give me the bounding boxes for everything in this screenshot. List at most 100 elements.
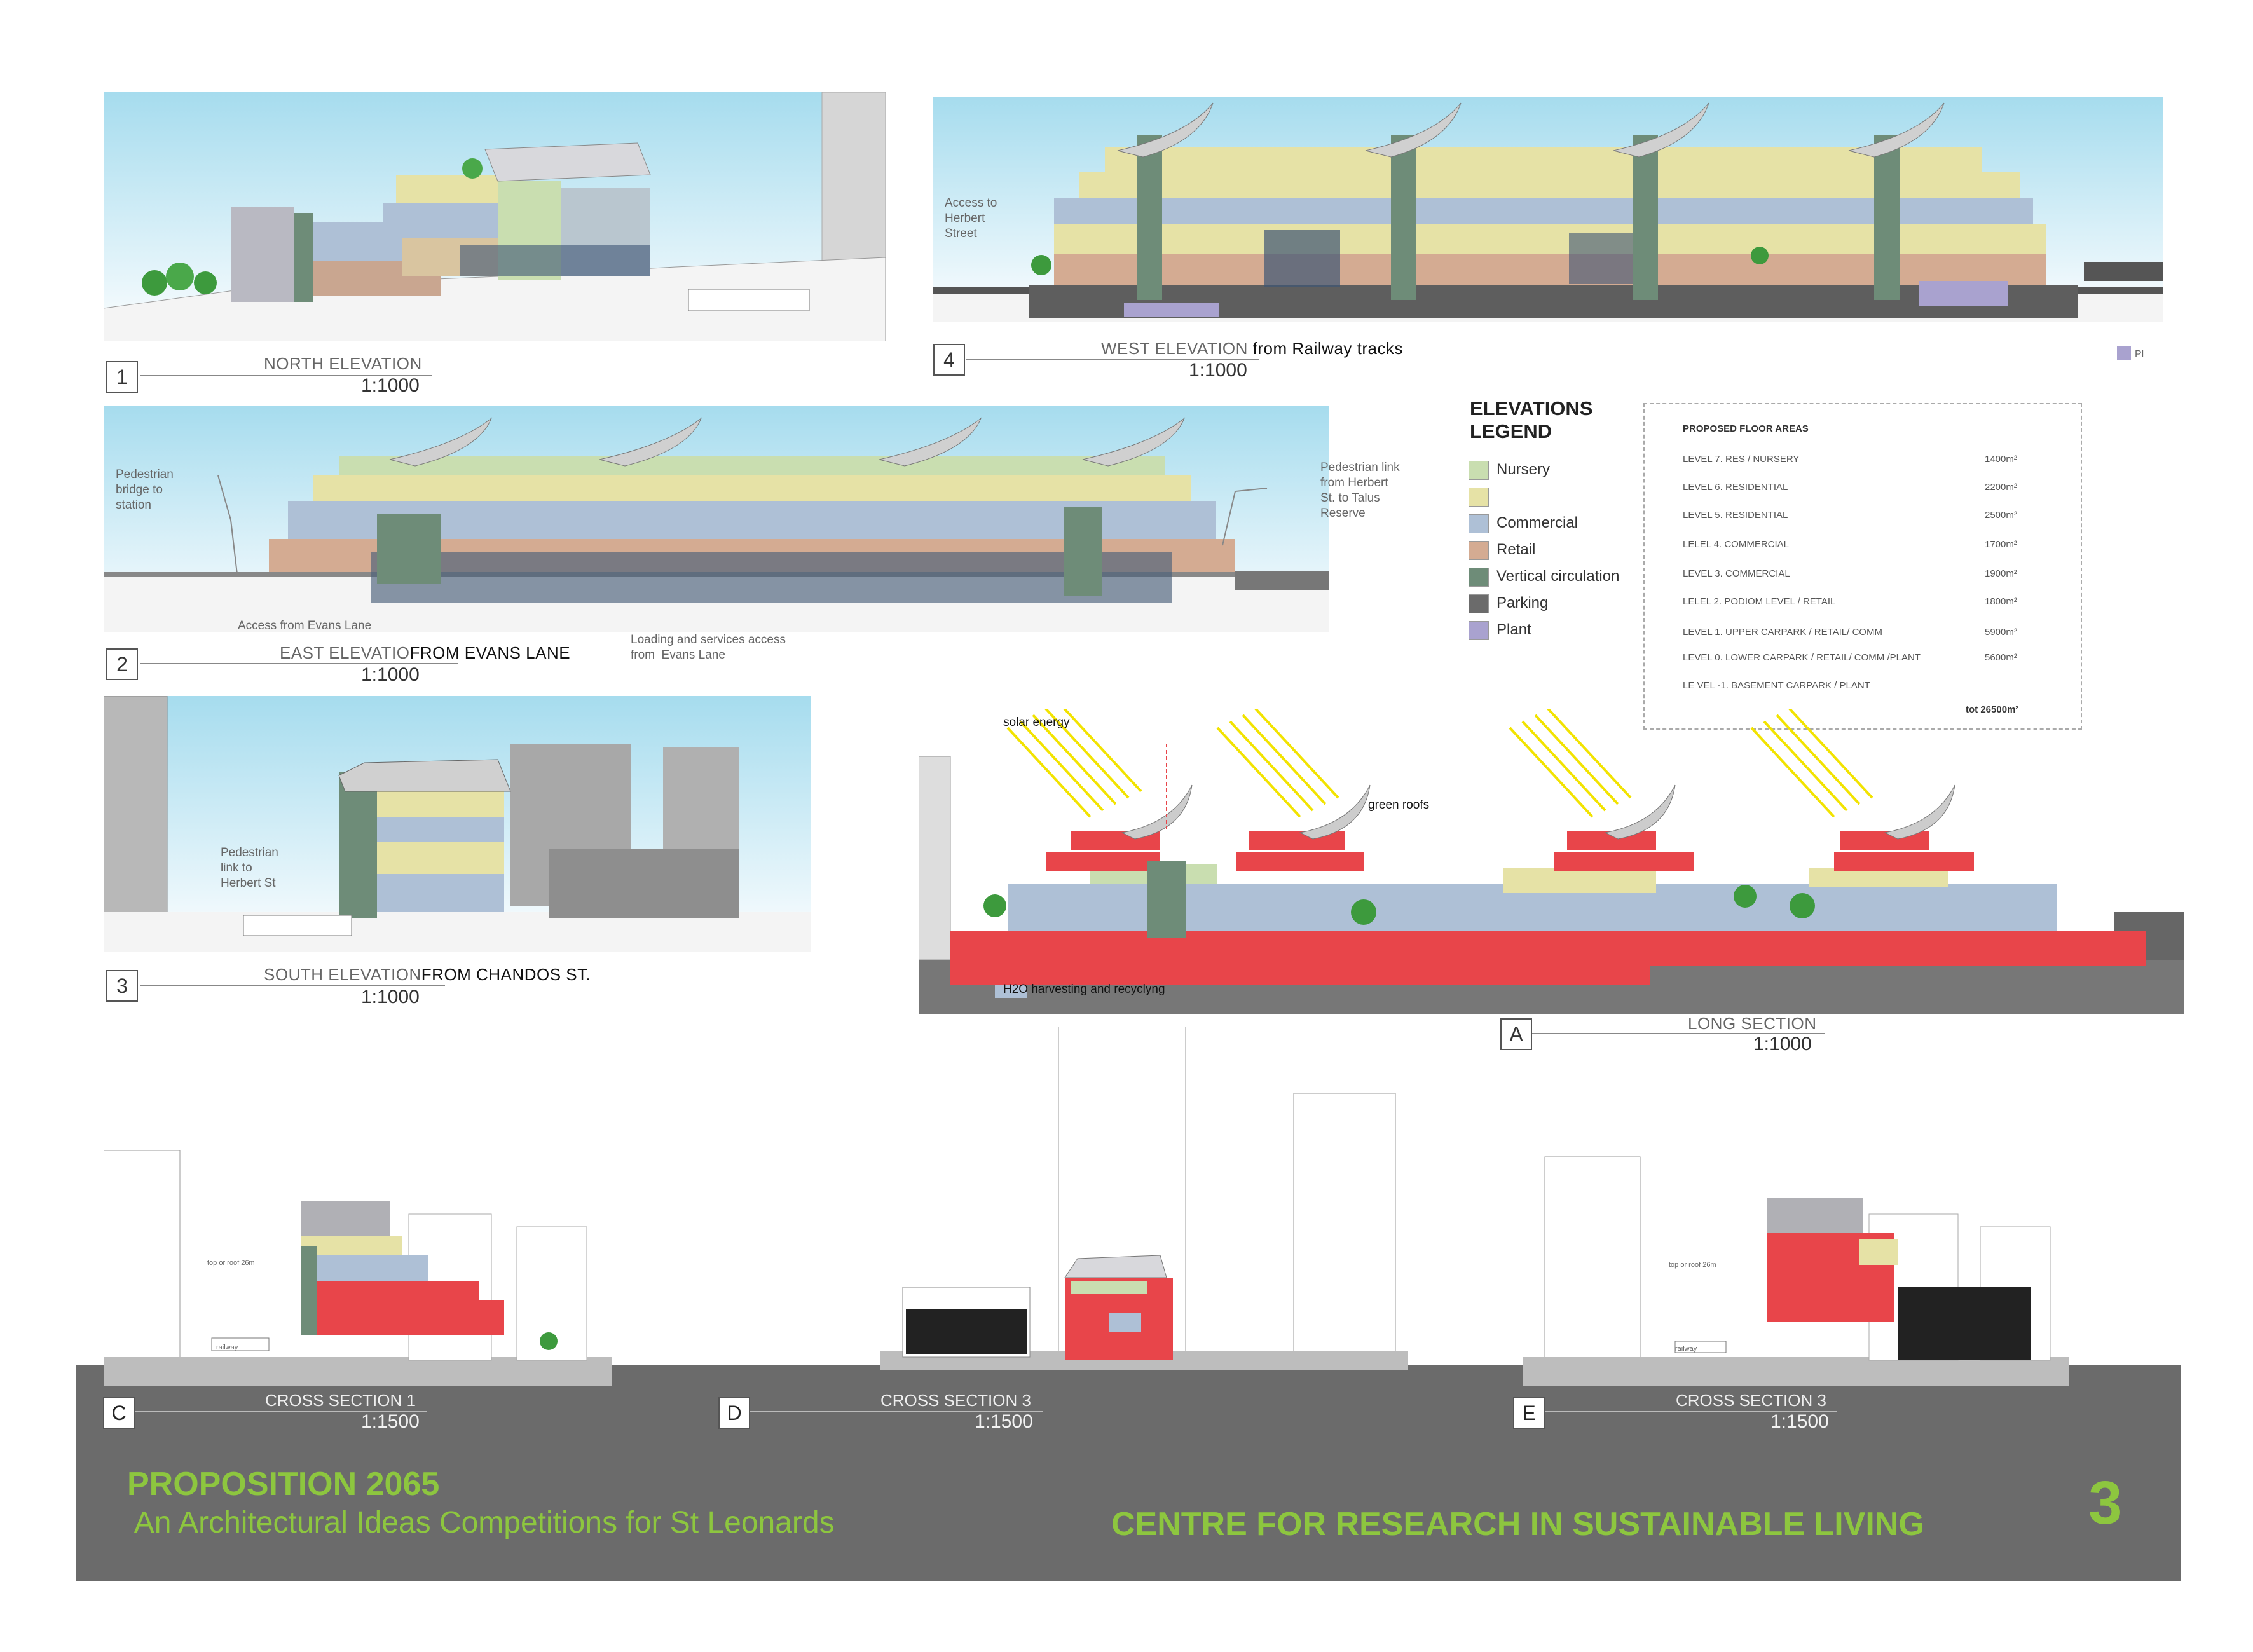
east-elevation-drawing: [104, 406, 1329, 632]
floor-areas-total: tot 26500m²: [1966, 704, 2019, 715]
cross-section-3-letter-e: E: [1513, 1397, 1545, 1429]
legend-swatch: [1469, 514, 1489, 533]
cross-section-1-underline: [135, 1411, 427, 1412]
floor-area-value: 1700m²: [1985, 539, 2017, 550]
floor-area-level: LELEL 4. COMMERCIAL: [1683, 539, 1789, 550]
legend-swatch: [1469, 621, 1489, 640]
cross-section-3-drawing-e: [1523, 1150, 2069, 1386]
legend-title: ELEVATIONS LEGEND: [1470, 397, 1593, 442]
cross-section-3-underline-e: [1545, 1411, 1837, 1412]
footer-centre-name: CENTRE FOR RESEARCH IN SUSTAINABLE LIVIN…: [1111, 1506, 1924, 1543]
west-elevation-title-b: from Railway tracks: [1252, 339, 1403, 358]
north-elevation-drawing: [104, 92, 886, 341]
long-section-label-green: green roofs: [1368, 798, 1430, 812]
footer-subtitle: An Architectural Ideas Competitions for …: [127, 1506, 835, 1539]
south-elevation-note-link: Pedestrian link to Herbert St: [221, 846, 278, 890]
floor-area-level: LEVEL 7. RES / NURSERY: [1683, 454, 1800, 465]
page-number: 3: [2088, 1469, 2123, 1537]
south-elevation-title-b: FROM CHANDOS ST.: [421, 965, 591, 984]
cross-section-1-letter: C: [103, 1397, 135, 1429]
legend-label: Nursery: [1496, 461, 1551, 478]
long-section-drawing: [919, 709, 2184, 1014]
cross-section-3-scale-e: 1:1500: [1770, 1411, 1829, 1432]
cross-section-3-underline-d: [750, 1411, 1043, 1412]
south-elevation-underline: [140, 985, 445, 986]
floor-area-level: LEVEL 3. COMMERCIAL: [1683, 568, 1790, 579]
legend-label: Plant: [1496, 621, 1531, 638]
long-section-label-solar: solar energy: [1003, 716, 1070, 729]
south-elevation-scale: 1:1000: [361, 986, 420, 1007]
west-legend-stub-swatch: [2117, 346, 2131, 360]
east-elevation-note-evans: Access from Evans Lane: [238, 619, 372, 632]
long-section-title: LONG SECTION: [1688, 1014, 1817, 1033]
west-elevation-note-access: Access to Herbert Street: [945, 196, 997, 240]
east-elevation-underline: [140, 663, 458, 664]
west-elevation-underline: [966, 359, 1259, 360]
cross-section-1-label-top: top or roof 26m: [207, 1259, 255, 1267]
long-section-scale: 1:1000: [1753, 1034, 1812, 1055]
west-elevation-drawing: [933, 97, 2163, 322]
north-elevation-number: 1: [106, 361, 138, 393]
floor-area-value: 1900m²: [1985, 568, 2017, 579]
long-section-underline: [1532, 1033, 1825, 1034]
floor-area-value: 5600m²: [1985, 652, 2017, 663]
legend-swatch: [1469, 594, 1489, 613]
west-elevation-scale: 1:1000: [1189, 360, 1247, 381]
footer-title: PROPOSITION 2065: [127, 1466, 440, 1503]
west-elevation-number: 4: [933, 344, 965, 376]
cross-section-3-title-e: CROSS SECTION 3: [1676, 1391, 1826, 1410]
floor-area-value: 2500m²: [1985, 510, 2017, 521]
cross-sections-ground: [76, 1365, 2181, 1581]
west-legend-stub-label: Pl: [2135, 349, 2144, 360]
legend-swatch: [1469, 541, 1489, 560]
south-elevation-drawing: [104, 696, 811, 952]
north-elevation-scale: 1:1000: [361, 375, 420, 396]
south-elevation-title-a: SOUTH ELEVATION: [264, 965, 421, 984]
east-elevation-number: 2: [106, 648, 138, 680]
cross-section-3-label-top-e: top or roof 26m: [1669, 1261, 1716, 1269]
east-elevation-scale: 1:1000: [361, 664, 420, 685]
cross-section-1-drawing: [104, 1150, 612, 1386]
floor-area-level: LEVEL 6. RESIDENTIAL: [1683, 482, 1788, 493]
cross-section-3-title-d: CROSS SECTION 3: [880, 1391, 1031, 1410]
floor-areas-box: PROPOSED FLOOR AREAS LEVEL 7. RES / NURS…: [1643, 403, 2082, 730]
legend-label: Parking: [1496, 594, 1549, 611]
cross-section-3-label-rail-e: railway: [1675, 1345, 1697, 1353]
south-elevation-number: 3: [106, 970, 138, 1002]
floor-areas-title: PROPOSED FLOOR AREAS: [1683, 423, 1809, 434]
floor-area-level: LEVEL 0. LOWER CARPARK / RETAIL/ COMM /P…: [1683, 652, 1921, 663]
floor-area-value: 1800m²: [1985, 596, 2017, 607]
cross-section-1-label-rail: railway: [216, 1344, 238, 1351]
cross-section-3-letter-d: D: [718, 1397, 750, 1429]
west-elevation-title: WEST ELEVATION from Railway tracks: [1101, 339, 1403, 358]
west-elevation-title-a: WEST ELEVATION: [1101, 339, 1248, 358]
east-elevation-note-link: Pedestrian link from Herbert St. to Talu…: [1320, 461, 1400, 520]
east-elevation-note-loading: Loading and services access from Evans L…: [631, 633, 786, 662]
floor-area-level: LE VEL -1. BASEMENT CARPARK / PLANT: [1683, 680, 1870, 691]
floor-area-level: LELEL 2. PODIOM LEVEL / RETAIL: [1683, 596, 1836, 607]
long-section-letter: A: [1500, 1018, 1532, 1050]
floor-area-level: LEVEL 1. UPPER CARPARK / RETAIL/ COMM: [1683, 627, 1882, 638]
legend-swatch: [1469, 461, 1489, 480]
cross-section-3-drawing-d: [880, 1027, 1408, 1370]
cross-section-1-title: CROSS SECTION 1: [265, 1391, 416, 1410]
cross-section-1-scale: 1:1500: [361, 1411, 420, 1432]
long-section-label-h2o: H2O harvesting and recyclyng: [1003, 983, 1165, 996]
legend-label: Retail: [1496, 541, 1536, 558]
east-elevation-note-bridge: Pedestrian bridge to station: [116, 468, 174, 512]
floor-area-level: LEVEL 5. RESIDENTIAL: [1683, 510, 1788, 521]
cross-section-3-scale-d: 1:1500: [975, 1411, 1033, 1432]
floor-area-value: 2200m²: [1985, 482, 2017, 493]
east-elevation-title-a: EAST ELEVATIO: [280, 643, 410, 662]
east-elevation-title-b: FROM EVANS LANE: [409, 643, 571, 662]
floor-area-value: 5900m²: [1985, 627, 2017, 638]
north-elevation-underline: [140, 375, 432, 376]
legend-label: Commercial: [1496, 514, 1578, 531]
legend-swatch: [1469, 488, 1489, 507]
north-elevation-title: NORTH ELEVATION: [264, 354, 422, 373]
legend-swatch: [1469, 568, 1489, 587]
legend-label: Vertical circulation: [1496, 568, 1620, 585]
south-elevation-title: SOUTH ELEVATIONFROM CHANDOS ST.: [264, 965, 591, 985]
floor-area-value: 1400m²: [1985, 454, 2017, 465]
east-elevation-title: EAST ELEVATIOFROM EVANS LANE: [280, 643, 570, 663]
